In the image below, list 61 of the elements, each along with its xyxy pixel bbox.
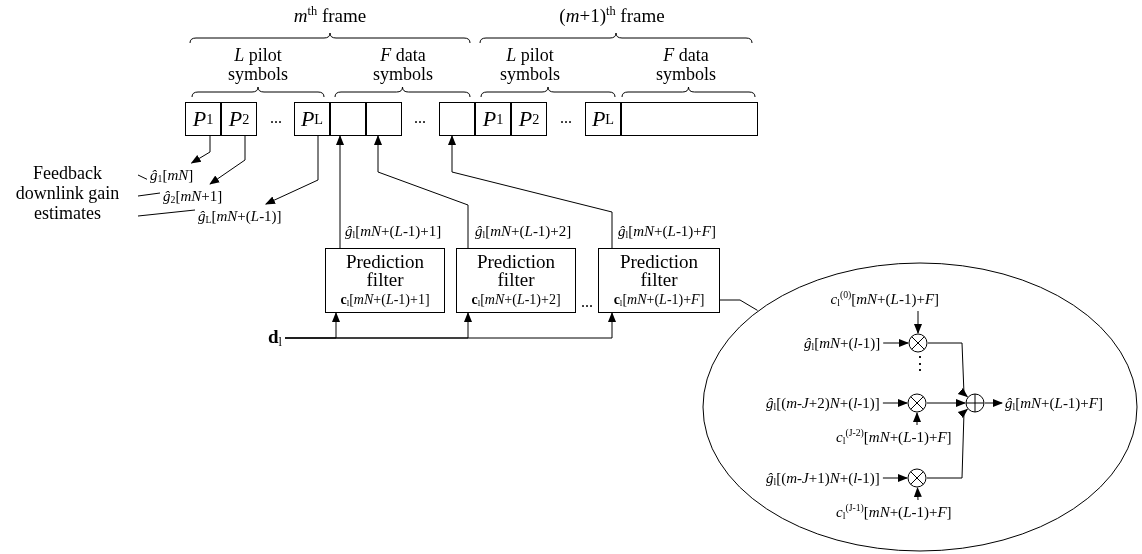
formula-text: ĝ$_{l}$[mN+(L-1)+F] — [1005, 394, 1103, 412]
arrow — [927, 342, 969, 398]
arrow — [984, 399, 1003, 407]
arrow — [913, 487, 922, 501]
arrow — [190, 135, 211, 164]
filter-coefficient: c$_{l}$[mN+(L-1)+F] — [613, 292, 705, 308]
arrow — [284, 312, 616, 339]
formula-text: c$_{l}$$^{(J-1)}$[mN+(L-1)+F] — [836, 503, 952, 521]
arrow — [374, 135, 469, 249]
filter-coefficient: c$_{l}$[mN+(L-1)+1] — [340, 292, 430, 308]
formula-text: ĝ$_{l}$[(m-J+2)N+(l-1)] — [766, 394, 880, 412]
formula-text: ĝ$_{l}$[(m-J+1)N+(l-1)] — [766, 469, 880, 487]
formula-text: c$_{l}$$^{(J-2)}$[mN+(L-1)+F] — [836, 428, 952, 446]
multiplier-symbol — [907, 393, 927, 413]
arrow — [926, 408, 969, 479]
bracket-label: F data symbols — [655, 46, 717, 84]
arrow — [209, 135, 246, 185]
leader-line — [137, 209, 196, 217]
formula-text: ĝ$_{1}$[mN] — [150, 166, 194, 184]
leader-line — [719, 299, 758, 311]
formula-text: ĝ$_{l}$[mN+(l-1)] — [804, 334, 881, 352]
filter-box — [598, 248, 720, 313]
ellipsis: ... — [580, 292, 594, 311]
ellipsis: ... — [269, 108, 283, 127]
edge-label: ĝ$_{l}$[mN+(L-1)+2] — [474, 222, 573, 240]
filter-title: Prediction filter — [344, 253, 426, 289]
filter-title: Prediction filter — [475, 253, 557, 289]
adder-symbol — [965, 393, 985, 413]
arrow — [448, 135, 613, 249]
bracket-label: (m+1)$^{th}$ frame — [558, 6, 666, 25]
formula-text: ĝ$_{2}$[mN+1] — [163, 187, 223, 205]
filter-title: Prediction filter — [618, 253, 700, 289]
arrow — [265, 135, 319, 205]
bracket-label: m$^{th}$ frame — [292, 6, 368, 25]
arrow — [882, 474, 908, 482]
formula-text: ĝ$_{L}$[mN+(L-1)] — [198, 207, 282, 225]
arrow — [913, 412, 921, 426]
leader-line — [137, 192, 161, 197]
input-label: d$_{l}$ — [268, 328, 282, 346]
arrow — [336, 135, 344, 249]
ellipsis: ⋮ — [911, 354, 925, 373]
ellipsis: ... — [559, 108, 573, 127]
edge-label: ĝ$_{l}$[mN+(L-1)+F] — [617, 222, 717, 240]
caption-text: Feedback downlink gain estimates — [0, 163, 135, 223]
leader-line — [137, 174, 148, 180]
arrow — [914, 310, 922, 334]
arrow — [882, 339, 909, 347]
multiplier-symbol — [908, 333, 928, 353]
filter-box — [456, 248, 576, 313]
ellipsis: ... — [413, 108, 427, 127]
detail-ellipse — [702, 262, 1138, 552]
bracket-label: L pilot symbols — [227, 46, 289, 84]
formula-text: c$_{l}$$^{(0)}$[mN+(L-1)+F] — [830, 290, 940, 308]
bracket-label: F data symbols — [372, 46, 434, 84]
arrow — [926, 399, 966, 407]
edge-label: ĝ$_{l}$[mN+(L-1)+1] — [344, 222, 443, 240]
filter-box — [325, 248, 445, 313]
multiplier-symbol — [907, 468, 927, 488]
filter-coefficient: c$_{l}$[mN+(L-1)+2] — [471, 292, 561, 308]
bracket-label: L pilot symbols — [499, 46, 561, 84]
arrow — [882, 399, 908, 407]
